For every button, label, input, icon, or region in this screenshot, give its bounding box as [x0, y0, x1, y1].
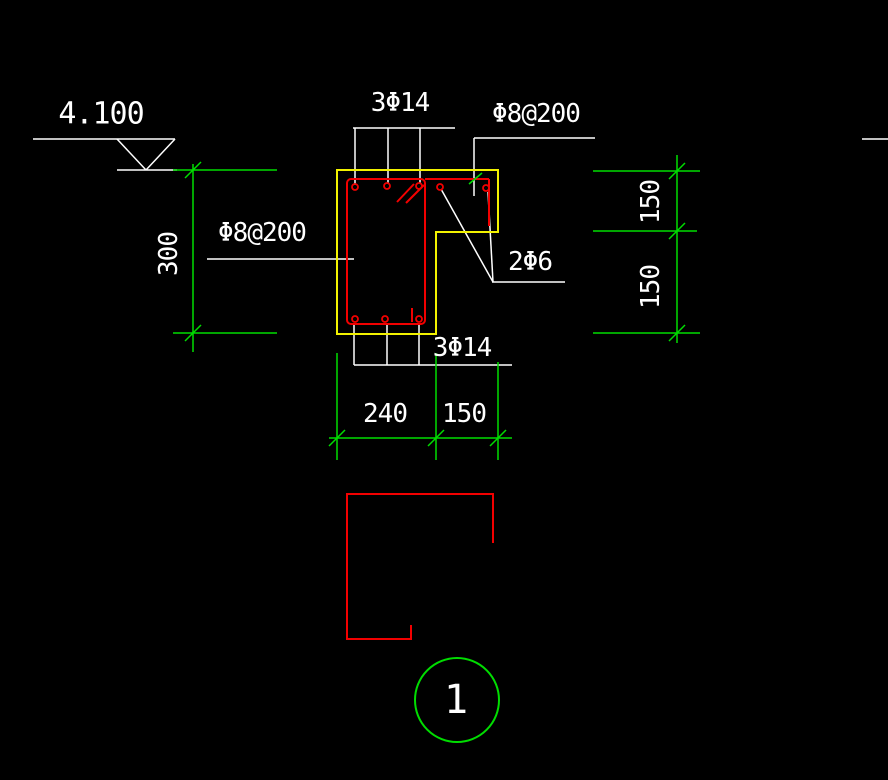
elevation-triangle-left [116, 138, 147, 171]
elevation-text: 4.100 [58, 97, 143, 132]
rebar-dot [436, 183, 444, 191]
dim-tick [328, 429, 346, 447]
left-stirrup-label: Φ8@200 [218, 218, 306, 248]
dim-tick [668, 222, 686, 240]
dim-tick [668, 162, 686, 180]
detail-bubble-circle [414, 657, 500, 743]
dim-tick [184, 324, 202, 342]
rebar-dot [383, 182, 391, 190]
concrete-outline-group [336, 169, 499, 335]
dimension-lines-group [173, 155, 700, 743]
concrete-section-outline [336, 169, 499, 335]
top-stirrup-label: Φ8@200 [492, 99, 580, 129]
white-annotation-lines [33, 127, 888, 366]
dim-tick [427, 429, 445, 447]
stirrup-hook-1 [396, 183, 415, 203]
detail-number-text: 1 [444, 677, 468, 723]
dim-left-height-text: 300 [154, 232, 184, 276]
rebar-dot [415, 182, 423, 190]
dim-tick [489, 429, 507, 447]
annotation-texts: 4.100 3Φ14 Φ8@200 Φ8@200 2Φ6 3Φ14 240 15… [58, 88, 666, 723]
rebar-dot [415, 315, 423, 323]
dim-tick [668, 324, 686, 342]
elevation-triangle-right [145, 138, 176, 171]
dim-tick [184, 161, 202, 179]
rebar-group [346, 178, 494, 640]
dim-bottom-web-text: 240 [363, 399, 407, 429]
dim-right-lower-text: 150 [636, 265, 666, 309]
bottom-bars-label: 3Φ14 [433, 333, 492, 363]
top-bars-label: 3Φ14 [371, 88, 430, 118]
main-stirrup [346, 178, 426, 325]
rebar-dot [482, 184, 490, 192]
flange-bars-label: 2Φ6 [508, 247, 552, 277]
rebar-dot [351, 183, 359, 191]
flange-bars-leader-1 [440, 188, 494, 283]
rebar-dot [381, 315, 389, 323]
stirrup-bending-detail [346, 493, 494, 640]
dim-bottom-flange-text: 150 [442, 399, 486, 429]
rebar-dot [351, 315, 359, 323]
section-edge-tick [468, 172, 483, 185]
rebar-dots [351, 182, 490, 323]
dim-right-upper-text: 150 [636, 180, 666, 224]
